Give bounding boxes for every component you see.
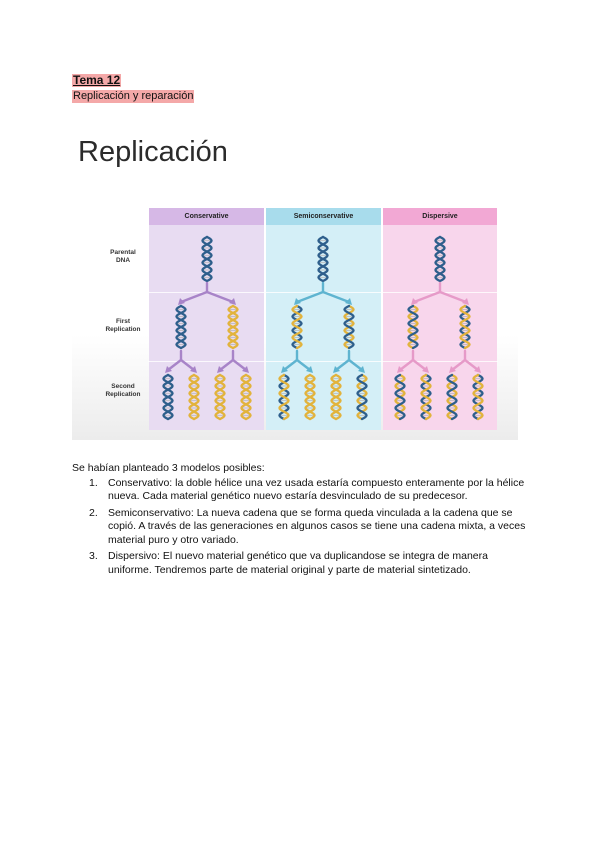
list-text: Conservativo: la doble hélice una vez us… (108, 476, 525, 503)
dna-helix (240, 373, 252, 421)
row-label-first: First Replication (88, 318, 158, 334)
parental-dna-helix (317, 235, 329, 283)
list-item: 3. Dispersivo: El nuevo material genétic… (72, 550, 532, 577)
list-number: 2. (89, 506, 98, 519)
replication-arrow (281, 349, 313, 373)
dna-helix (278, 373, 290, 421)
row-separator (148, 361, 498, 362)
dna-helix (291, 304, 303, 350)
dna-helix (356, 373, 368, 421)
replication-arrow (294, 281, 352, 305)
dna-helix (459, 304, 471, 350)
row-label-line: Parental (110, 249, 136, 256)
dna-helix (330, 373, 342, 421)
dna-helix (175, 304, 187, 350)
dna-helix (188, 373, 200, 421)
column-header-conservative: Conservative (149, 208, 264, 225)
list-text: Dispersivo: El nuevo material genético q… (108, 550, 488, 576)
parental-dna-helix (434, 235, 446, 283)
replication-arrow (449, 349, 481, 373)
row-label-line: First (115, 318, 131, 325)
body-text: Se habían planteado 3 modelos posibles: … (72, 462, 532, 580)
parental-dna-helix (201, 235, 213, 283)
row-label-line: Replication (105, 326, 141, 333)
dna-helix (214, 373, 226, 421)
list-number: 3. (89, 550, 98, 562)
row-label-second: Second Replication (88, 383, 158, 399)
intro-text: Se habían planteado 3 modelos posibles: (72, 462, 265, 474)
column-header-semiconservative: Semiconservative (266, 208, 381, 225)
list-text: Semiconservativo: La nueva cadena que se… (108, 506, 526, 546)
dna-helix (162, 373, 174, 421)
row-label-parental: Parental DNA (88, 249, 158, 265)
replication-arrow (178, 281, 236, 305)
page-heading: Tema 12 (72, 73, 122, 87)
models-list: 1. Conservativo: la doble hélice una vez… (72, 477, 532, 578)
dna-helix (227, 304, 239, 350)
replication-diagram-art (162, 235, 484, 421)
replication-arrow (333, 349, 365, 373)
dna-helix (343, 304, 355, 350)
dna-helix (420, 373, 432, 421)
row-label-line: Second (111, 383, 135, 390)
row-label-line: Replication (105, 391, 141, 398)
figure-title: Replicación (78, 136, 228, 168)
list-item: 2. Semiconservativo: La nueva cadena que… (72, 507, 532, 548)
dna-helix (472, 373, 484, 421)
dna-helix (446, 373, 458, 421)
replication-arrow (165, 349, 197, 373)
dna-helix (394, 373, 406, 421)
column-header-dispersive: Dispersive (383, 208, 497, 225)
dna-helix (407, 304, 419, 350)
page-subheading: Replicación y reparación (72, 90, 195, 103)
replication-arrow (397, 349, 429, 373)
replication-arrow (411, 281, 469, 305)
dna-helix (304, 373, 316, 421)
replication-arrow (217, 349, 249, 373)
replication-figure: Replicación Conservative Semiconservativ… (72, 125, 518, 440)
row-label-line: DNA (115, 257, 131, 264)
list-number: 1. (89, 476, 98, 489)
list-item: 1. Conservativo: la doble hélice una vez… (72, 477, 532, 504)
